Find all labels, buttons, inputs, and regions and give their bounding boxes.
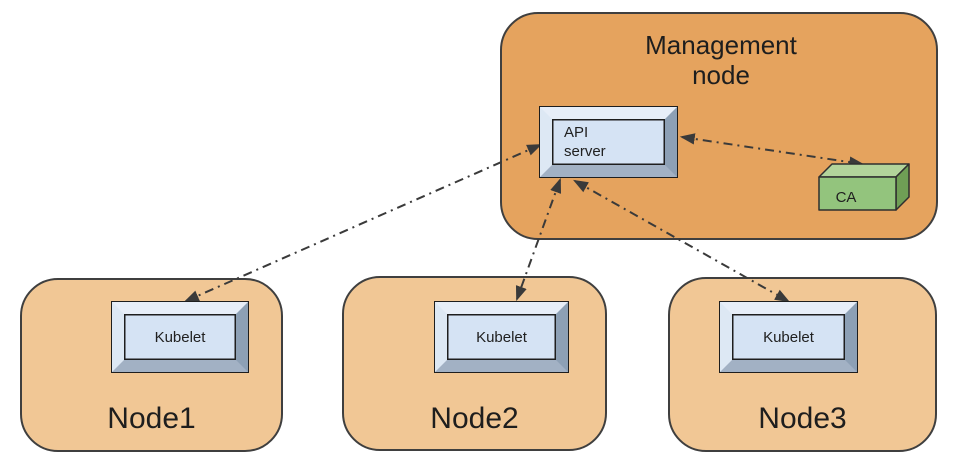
node2-label: Node2 (430, 402, 519, 435)
api-server-box: API server (539, 106, 678, 178)
node3-label: Node3 (758, 402, 847, 435)
api-server-label: API server (564, 124, 606, 160)
kubelet-label-node1: Kubelet (154, 328, 206, 346)
kubelet-label-node3: Kubelet (763, 328, 814, 346)
kubelet-label-node2: Kubelet (476, 328, 527, 346)
kubelet-box-node3: Kubelet (719, 301, 858, 373)
kubelet-box-node1: Kubelet (111, 301, 249, 373)
kubelet-box-node2: Kubelet (434, 301, 569, 373)
management-node-label: Management node (645, 30, 797, 90)
node1-label: Node1 (107, 402, 196, 435)
